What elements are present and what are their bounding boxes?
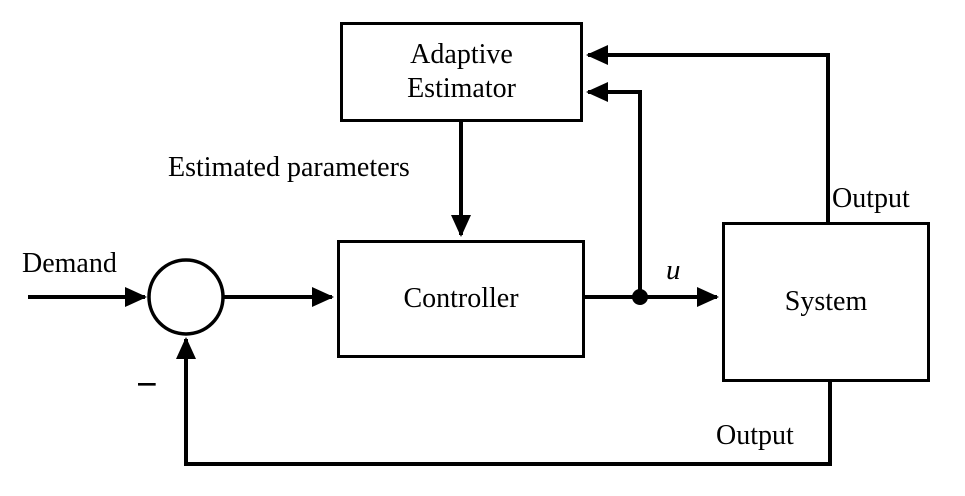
u-to-estimator-arrow (586, 82, 642, 297)
summing-junction (147, 258, 225, 336)
feedback-loop-arrow (176, 337, 832, 466)
adaptive-estimator-block: Adaptive Estimator (340, 22, 583, 122)
system-block: System (722, 222, 930, 382)
controller-block: Controller (337, 240, 585, 358)
adaptive-estimator-label: Adaptive Estimator (407, 39, 516, 104)
branch-point-dot (632, 289, 648, 305)
output-to-estimator-arrow (586, 45, 830, 222)
connector-lines (28, 45, 832, 466)
demand-label: Demand (22, 248, 117, 279)
minus-sign-label: − (136, 364, 158, 406)
system-label: System (784, 286, 868, 318)
output-top-label: Output (832, 183, 910, 214)
output-bottom-label: Output (716, 420, 794, 451)
control-signal-u-label: u (666, 254, 681, 286)
controller-label: Controller (403, 283, 519, 315)
estimated-parameters-label: Estimated parameters (168, 152, 410, 183)
